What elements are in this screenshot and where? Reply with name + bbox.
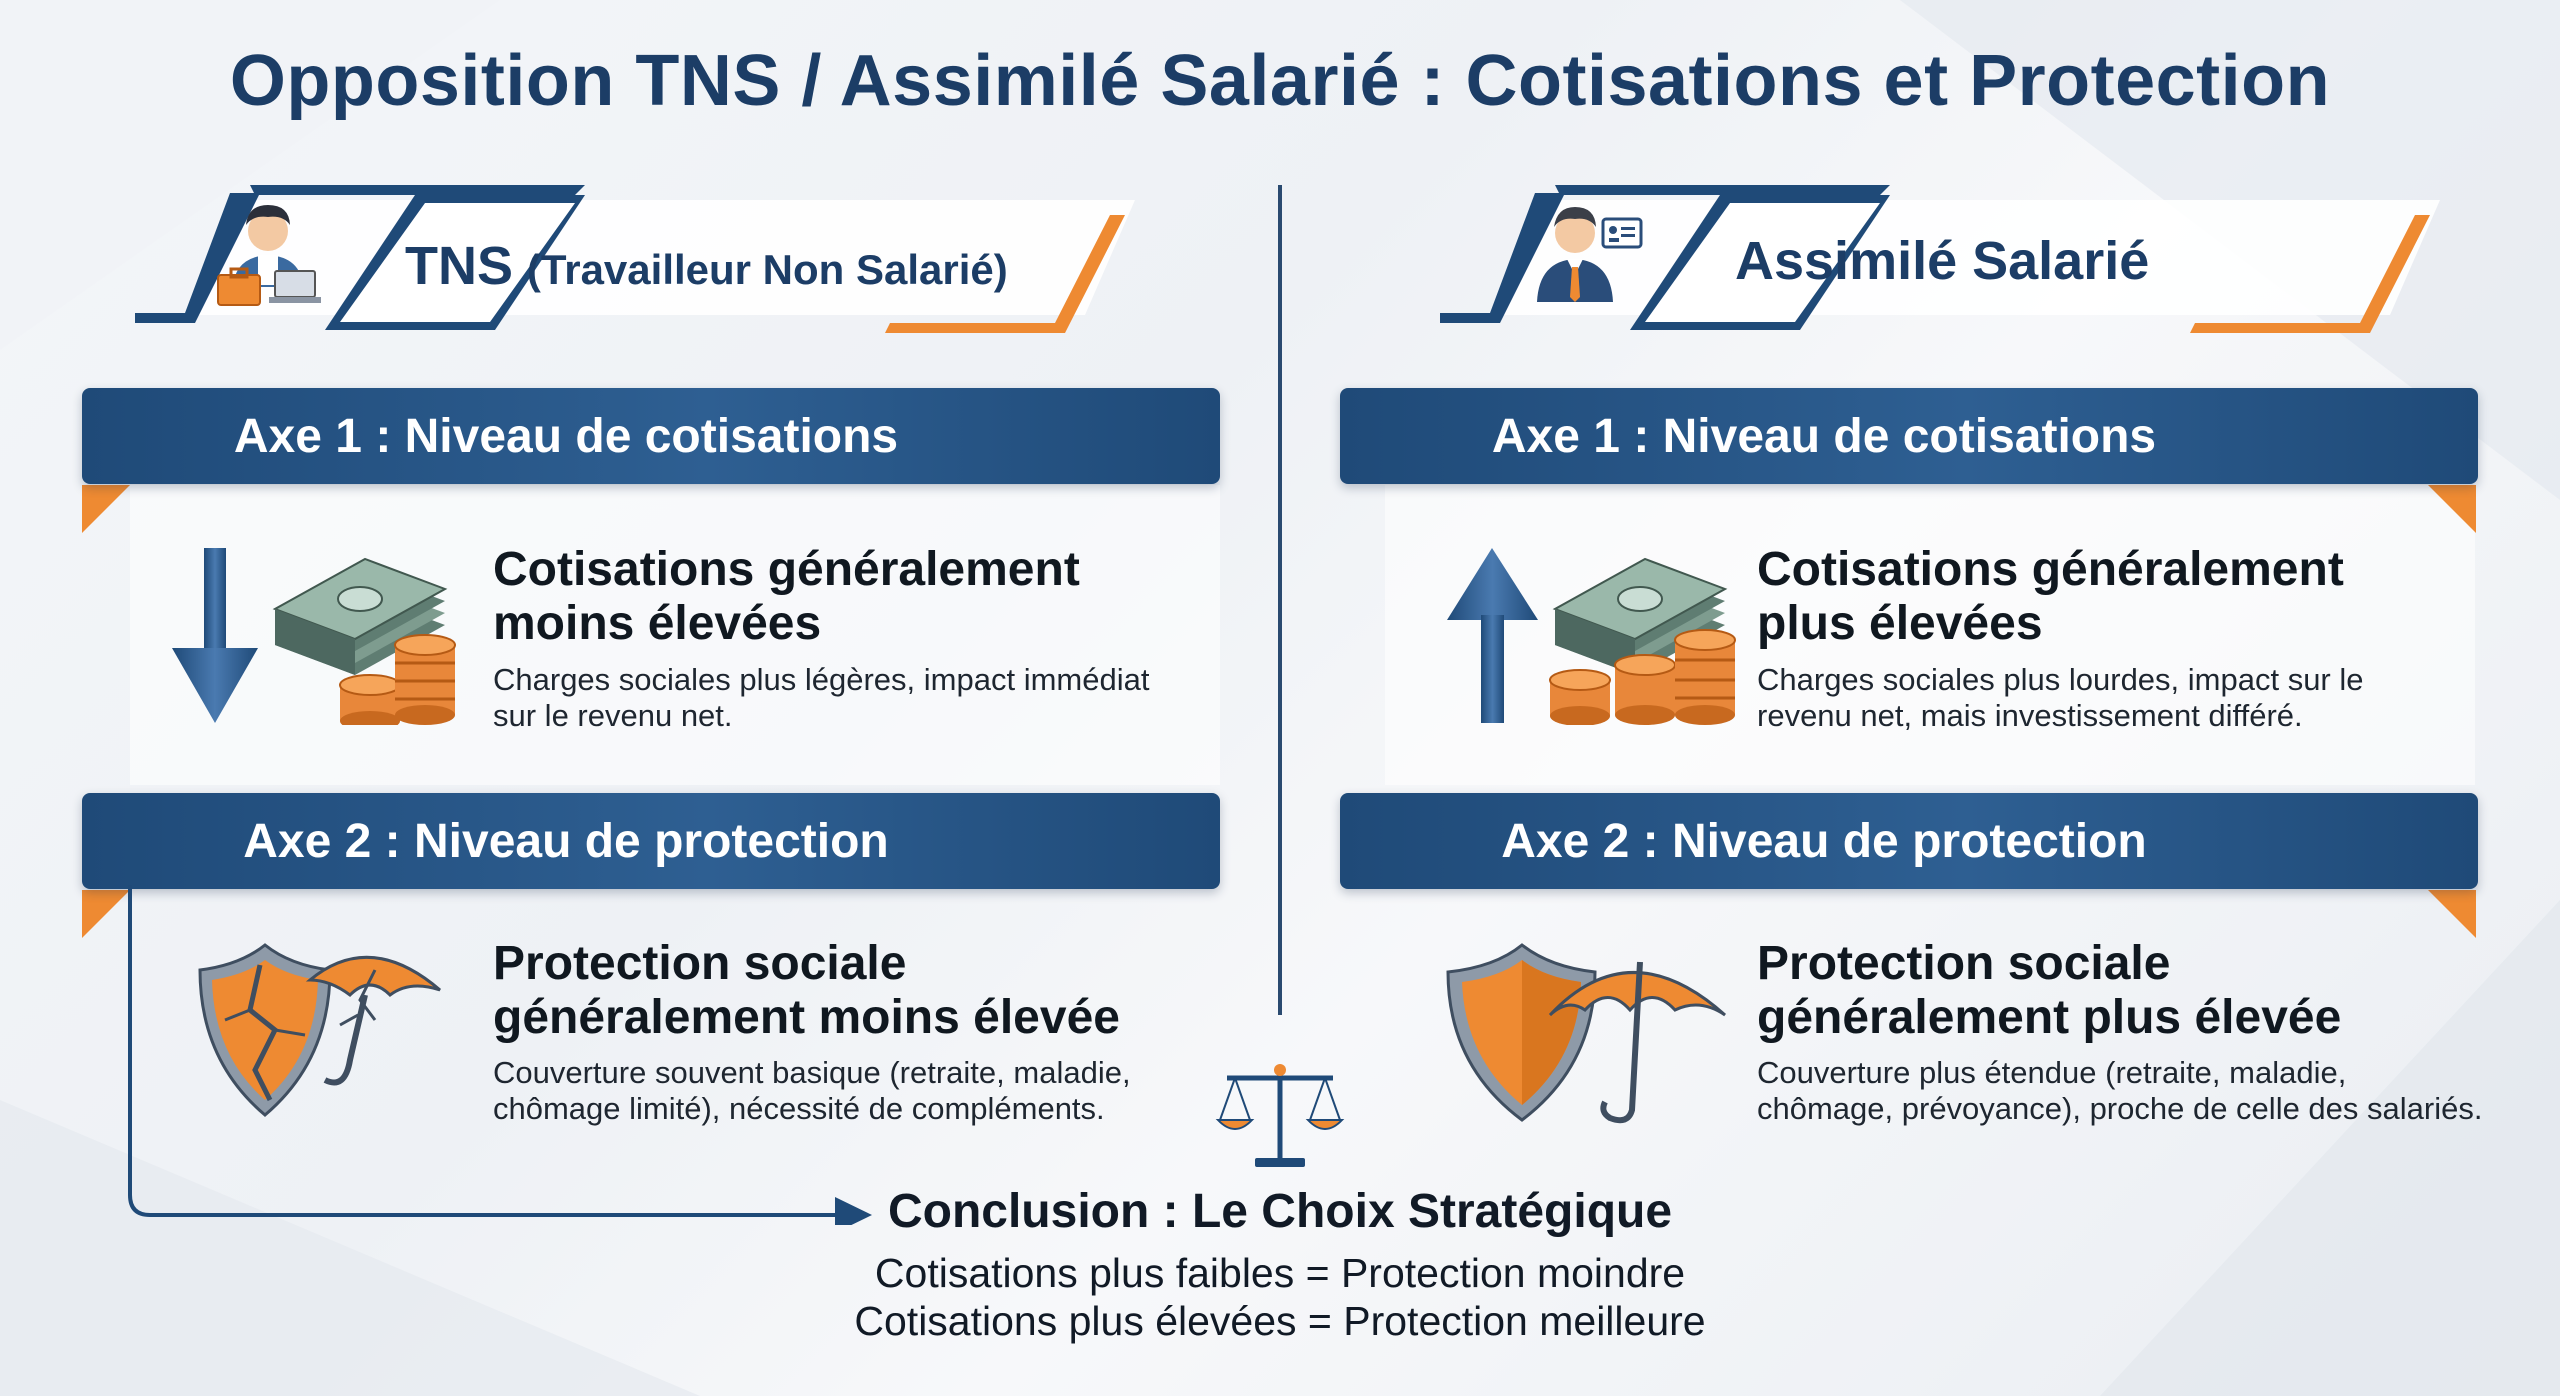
arrow-up-icon [1447, 548, 1538, 723]
tns-axis2-heading-line2: généralement moins élevée [493, 991, 1120, 1044]
assimile-banner-shape [1440, 185, 2440, 333]
tns-axis2-header: Axe 2 : Niveau de protection [82, 793, 1220, 889]
tns-axis1-heading: Cotisations généralement moins élevées [493, 543, 1080, 651]
conclusion-connector-arrow [128, 885, 872, 1225]
assimile-axis2-desc-line2: chômage, prévoyance), proche de celle de… [1757, 1091, 2483, 1126]
assimile-axis1-header: Axe 1 : Niveau de cotisations [1340, 388, 2478, 484]
worker-with-toolbox-and-laptop-icon [217, 205, 321, 306]
tns-axis1-header: Axe 1 : Niveau de cotisations [82, 388, 1220, 484]
balance-scale-icon [1215, 1064, 1345, 1167]
shield-and-umbrella-icon [1446, 943, 1726, 1124]
tns-axis1-fold [82, 485, 130, 533]
assimile-axis2-heading-line1: Protection sociale [1757, 937, 2171, 990]
tns-axis1-desc-line2: sur le revenu net. [493, 698, 733, 733]
tns-axis1-heading-line2: moins élevées [493, 597, 822, 650]
tns-axis2-heading-line1: Protection sociale [493, 937, 907, 990]
tns-banner-bold: TNS [405, 236, 513, 296]
center-divider [1278, 185, 1282, 1015]
assimile-banner-title: Assimilé Salarié [1735, 231, 2150, 291]
tns-axis2-description: Couverture souvent basique (retraite, ma… [493, 1055, 1131, 1127]
assimile-axis2-heading-line2: généralement plus élevée [1757, 991, 2342, 1044]
assimile-axis1-description: Charges sociales plus lourdes, impact su… [1757, 662, 2364, 734]
conclusion-line-1: Cotisations plus faibles = Protection mo… [874, 1250, 1686, 1296]
tns-axis1-heading-line1: Cotisations généralement [493, 543, 1080, 596]
conclusion-line-2: Cotisations plus élevées = Protection me… [854, 1298, 1706, 1344]
page-title: Opposition TNS / Assimilé Salarié : Coti… [229, 41, 2331, 121]
conclusion-title: Conclusion : Le Choix Stratégique [887, 1185, 1673, 1238]
assimile-axis1-desc-line1: Charges sociales plus lourdes, impact su… [1757, 662, 2364, 697]
arrow-down-icon [172, 548, 258, 723]
assimile-axis2-description: Couverture plus étendue (retraite, malad… [1757, 1055, 2482, 1127]
money-stack-coins-icon [272, 557, 456, 725]
assimile-axis1-heading: Cotisations généralement plus élevées [1757, 543, 2344, 651]
assimile-axis2-desc-line1: Couverture plus étendue (retraite, malad… [1757, 1055, 2347, 1090]
tns-axis2-desc-line1: Couverture souvent basique (retraite, ma… [493, 1055, 1131, 1090]
tns-axis1-description: Charges sociales plus légères, impact im… [493, 662, 1149, 734]
assimile-axis1-desc-line2: revenu net, mais investissement différé. [1757, 698, 2303, 733]
tns-banner-title: TNS (Travailleur Non Salarié) [405, 235, 1008, 297]
assimile-axis1-fold [2428, 485, 2476, 533]
assimile-axis1-heading-line1: Cotisations généralement [1757, 543, 2344, 596]
tns-axis2-desc-line2: chômage limité), nécessité de complément… [493, 1091, 1105, 1126]
assimile-axis1-heading-line2: plus élevées [1757, 597, 2043, 650]
broken-shield-and-umbrella-icon [198, 943, 441, 1117]
tns-axis2-heading: Protection sociale généralement moins él… [493, 937, 1120, 1045]
money-stack-coins-icon-right [1549, 557, 1736, 725]
businessman-with-id-card-icon [1537, 207, 1643, 302]
assimile-axis2-fold [2428, 890, 2476, 938]
tns-banner: TNS (Travailleur Non Salarié) [125, 185, 1145, 340]
tns-axis1-desc-line1: Charges sociales plus légères, impact im… [493, 662, 1150, 697]
assimile-axis2-header: Axe 2 : Niveau de protection [1340, 793, 2478, 889]
assimile-axis2-heading: Protection sociale généralement plus éle… [1757, 937, 2341, 1045]
assimile-salarie-banner: Assimilé Salarié [1430, 185, 2450, 340]
tns-banner-subtitle: (Travailleur Non Salarié) [526, 246, 1008, 293]
tns-banner-shape [135, 185, 1135, 333]
